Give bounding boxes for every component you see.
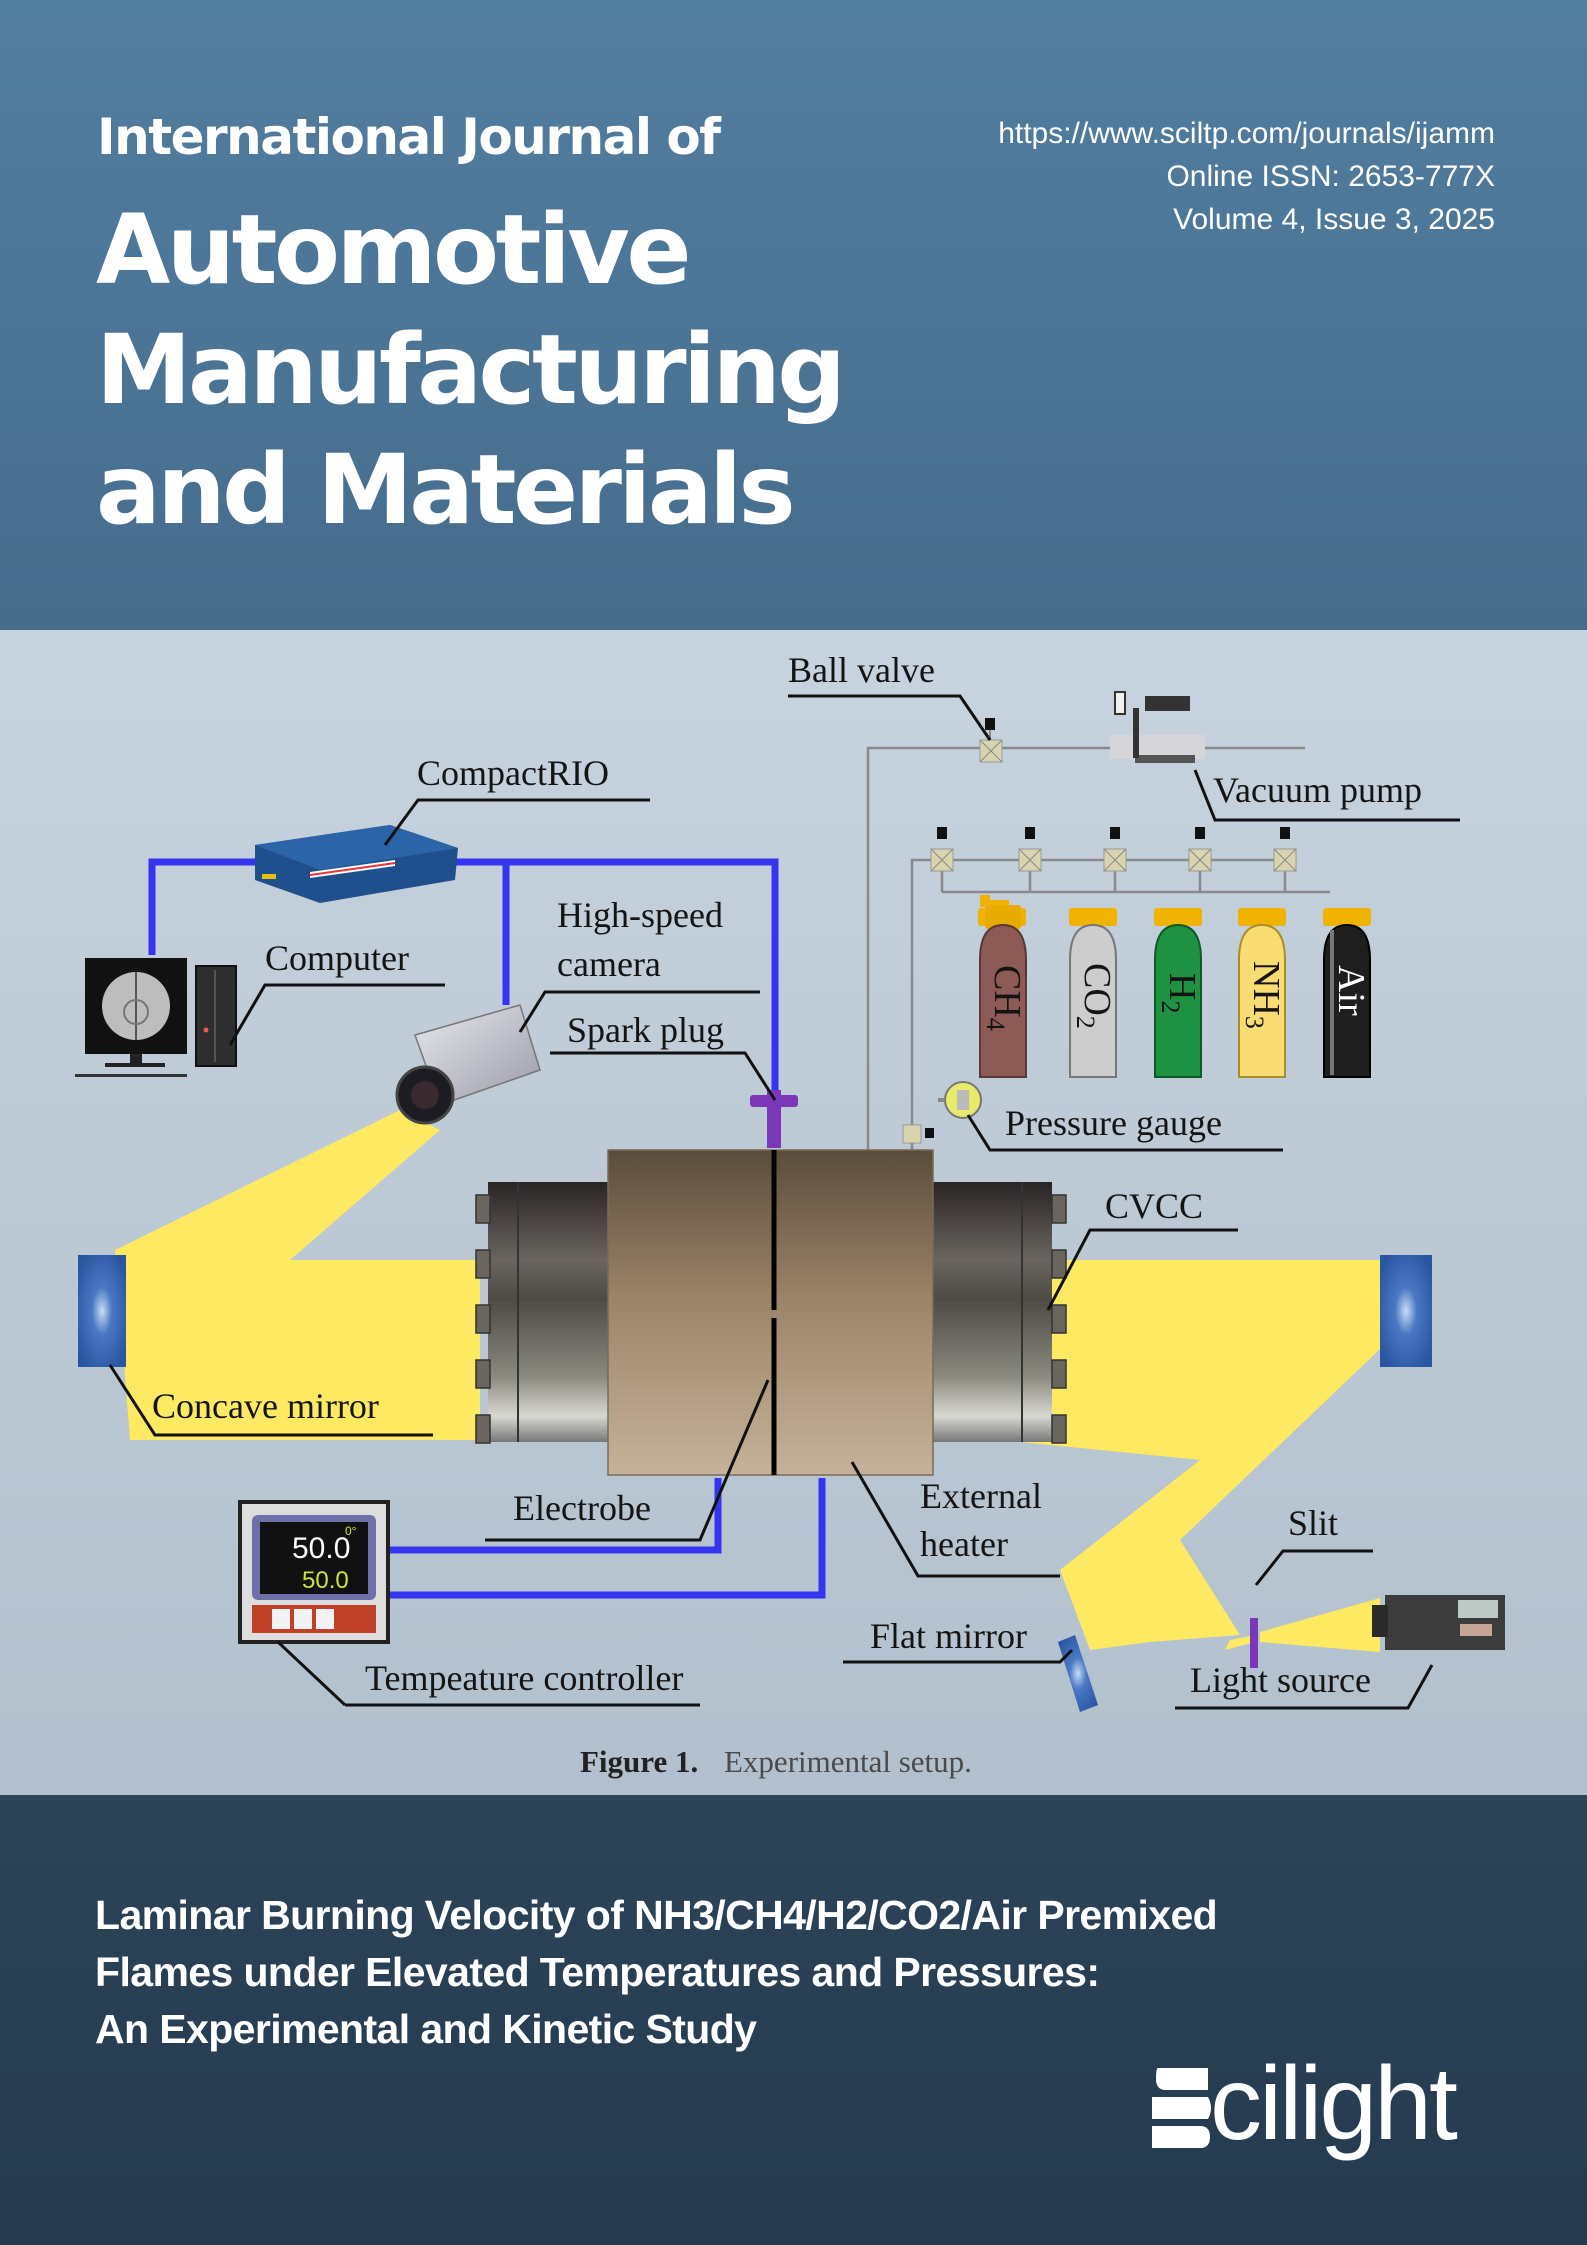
journal-url[interactable]: https://www.sciltp.com/journals/ijamm — [998, 117, 1495, 150]
compactrio-device — [255, 825, 458, 903]
gas-cylinder-h2: H2 — [1154, 908, 1203, 1078]
article-title-line: Laminar Burning Velocity of NH3/CH4/H2/C… — [95, 1892, 1218, 1938]
cylinder-label: CH4 — [981, 965, 1028, 1031]
controller-pv: 50.0 — [292, 1532, 350, 1565]
cylinder-label: NH3 — [1240, 961, 1287, 1029]
concave-mirror-right — [1380, 1255, 1432, 1367]
pressure-gauge — [902, 1081, 982, 1150]
label-temperature-controller: Tempeature controller — [365, 1658, 683, 1698]
figure-caption-label: Figure 1. — [580, 1744, 698, 1779]
cylinder-label: Air — [1330, 965, 1372, 1016]
gas-cylinder-co2: CO2 — [1069, 908, 1118, 1078]
experimental-setup-diagram: CH4 CO2 H2 NH3 Air — [75, 650, 1505, 1779]
gas-cylinder-air: Air — [1323, 908, 1372, 1078]
ball-valve — [979, 718, 1003, 763]
concave-mirror-left — [78, 1255, 126, 1367]
scilight-s-mark-icon — [1152, 2068, 1211, 2148]
cover-header: International Journal of Automotive Manu… — [0, 0, 1587, 630]
journal-title-line: and Materials — [96, 434, 796, 546]
computer — [75, 958, 237, 1077]
label-compactrio: CompactRIO — [417, 753, 609, 793]
publisher-name: cilight — [1210, 2046, 1458, 2162]
light-source — [1372, 1595, 1505, 1650]
label-flat-mirror: Flat mirror — [870, 1616, 1027, 1656]
article-title-line: Flames under Elevated Temperatures and P… — [95, 1949, 1100, 1995]
figure-caption-text: Experimental setup. — [724, 1744, 972, 1779]
label-ball-valve: Ball valve — [788, 650, 935, 690]
label-external-heater-2: heater — [920, 1524, 1008, 1564]
label-spark-plug: Spark plug — [567, 1010, 724, 1050]
label-computer: Computer — [265, 938, 409, 978]
cvcc-chamber — [475, 1149, 1067, 1476]
vacuum-pump — [1110, 691, 1205, 763]
label-pressure-gauge: Pressure gauge — [1005, 1103, 1222, 1143]
article-title: Laminar Burning Velocity of NH3/CH4/H2/C… — [95, 1887, 1495, 2058]
label-external-heater: External — [920, 1476, 1042, 1516]
label-electrobe: Electrobe — [513, 1488, 651, 1528]
gas-cylinder-nh3: NH3 — [1238, 908, 1287, 1078]
label-slit: Slit — [1288, 1503, 1338, 1543]
controller-sv: 50.0 — [302, 1567, 349, 1594]
label-cvcc: CVCC — [1105, 1186, 1203, 1226]
slit — [1250, 1618, 1258, 1668]
leader-lines — [108, 694, 1460, 1710]
journal-issn: Online ISSN: 2653-777X — [1166, 160, 1495, 193]
gas-cylinders: CH4 CO2 H2 NH3 Air — [978, 895, 1372, 1078]
label-vacuum-pump: Vacuum pump — [1213, 770, 1422, 810]
journal-title-line: Manufacturing — [96, 314, 846, 426]
temperature-controller: 50.0 50.0 0° — [238, 1500, 390, 1644]
journal-meta: https://www.sciltp.com/journals/ijamm On… — [998, 112, 1495, 241]
spark-plug — [750, 1090, 798, 1148]
article-title-line: An Experimental and Kinetic Study — [95, 2006, 757, 2052]
journal-title: Automotive Manufacturing and Materials — [96, 190, 846, 550]
journal-issue: Volume 4, Issue 3, 2025 — [1173, 203, 1495, 236]
cylinder-label: H2 — [1156, 973, 1203, 1013]
controller-top: 0° — [345, 1524, 357, 1538]
external-heater — [607, 1149, 934, 1476]
cover-figure: CH4 CO2 H2 NH3 Air — [0, 630, 1587, 1795]
publisher-logo: cilight — [1152, 2046, 1502, 2162]
high-speed-camera — [395, 1004, 541, 1125]
light-beam — [115, 1110, 1400, 1652]
cover-footer: Laminar Burning Velocity of NH3/CH4/H2/C… — [0, 1795, 1587, 2245]
signal-wires — [148, 858, 826, 1599]
journal-title-line: Automotive — [96, 194, 691, 306]
cylinder-label: CO2 — [1071, 963, 1118, 1029]
label-concave-mirror: Concave mirror — [152, 1386, 379, 1426]
label-light-source: Light source — [1190, 1660, 1371, 1700]
label-high-speed-camera: High-speed — [557, 895, 723, 935]
gas-cylinder-ch4: CH4 — [978, 895, 1028, 1078]
label-high-speed-camera-2: camera — [557, 944, 661, 984]
journal-prefix: International Journal of — [97, 108, 721, 166]
manifold-valves — [930, 827, 1297, 872]
